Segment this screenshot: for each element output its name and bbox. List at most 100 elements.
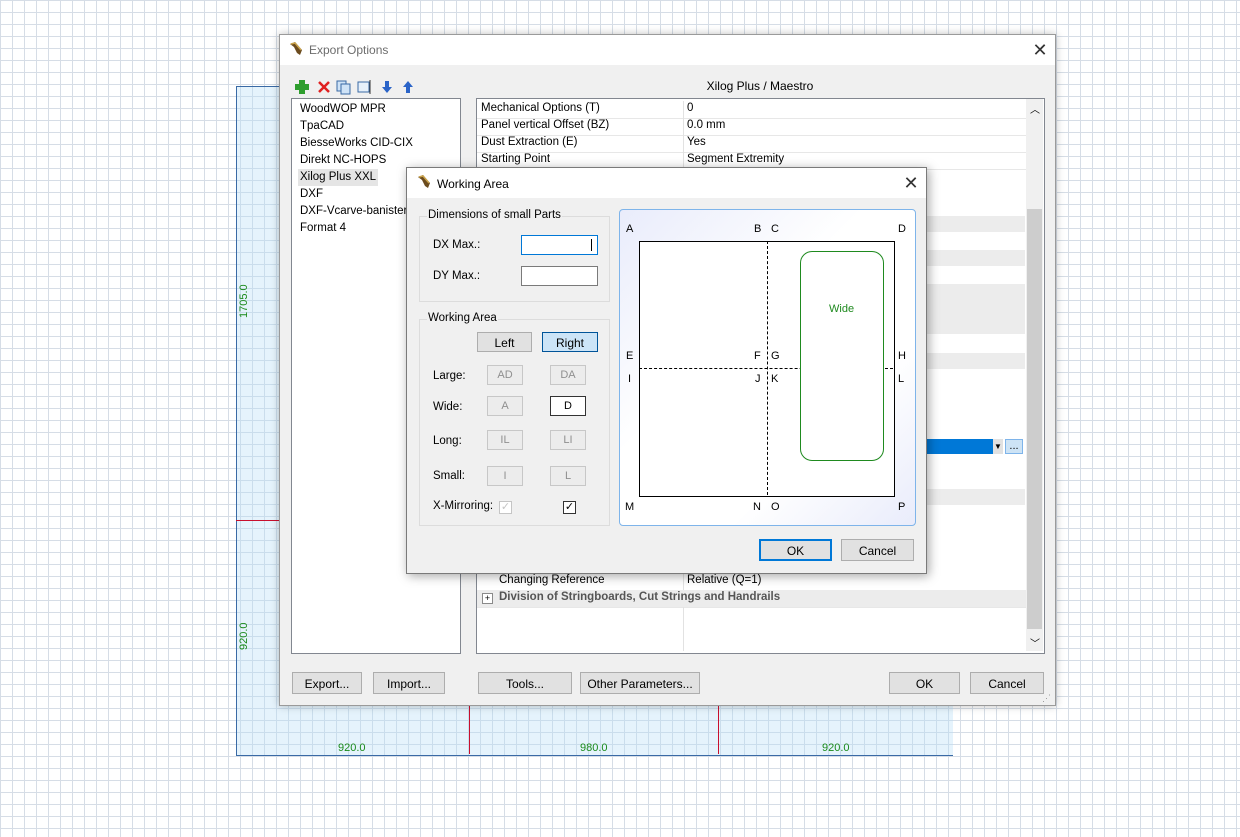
long-right-button[interactable]: LI <box>550 430 586 450</box>
property-row[interactable]: Mechanical Options (T) 0 <box>477 101 1027 119</box>
property-value[interactable]: 0.0 mm <box>687 119 726 131</box>
x-mirroring-right-checkbox[interactable]: ✓ <box>563 501 576 514</box>
group-title: Division of Stringboards, Cut Strings an… <box>499 591 781 603</box>
property-group-row[interactable]: + Division of Stringboards, Cut Strings … <box>477 590 1027 608</box>
small-left-button[interactable]: I <box>487 466 523 486</box>
copy-icon[interactable] <box>336 79 352 95</box>
corner-label: P <box>898 501 906 513</box>
list-item[interactable]: TpaCAD <box>300 120 345 132</box>
corner-label: I <box>628 373 632 385</box>
corner-label: D <box>898 223 906 235</box>
corner-label: J <box>755 373 761 385</box>
corner-label: E <box>626 350 634 362</box>
wide-label: Wide: <box>433 401 463 413</box>
property-value[interactable]: Segment Extremity <box>687 153 785 165</box>
ok-button[interactable]: OK <box>889 672 960 694</box>
group-label: Dimensions of small Parts <box>427 209 562 221</box>
list-item[interactable]: DXF <box>300 188 323 200</box>
group-band <box>925 216 1025 232</box>
corner-label: L <box>898 373 905 385</box>
scroll-down-icon[interactable]: ﹀ <box>1030 639 1040 650</box>
import-button[interactable]: Import... <box>373 672 445 694</box>
app-icon <box>290 42 302 55</box>
x-mirroring-left-checkbox[interactable]: ✓ <box>499 501 512 514</box>
export-button[interactable]: Export... <box>292 672 362 694</box>
tools-button[interactable]: Tools... <box>478 672 572 694</box>
group-band <box>925 250 1025 266</box>
large-left-button[interactable]: AD <box>487 365 523 385</box>
scrollbar[interactable]: ︿ ﹀ <box>1026 99 1043 651</box>
other-parameters-button[interactable]: Other Parameters... <box>580 672 700 694</box>
delete-icon[interactable] <box>316 79 332 95</box>
cancel-button[interactable]: Cancel <box>841 539 914 561</box>
resize-grip-icon[interactable]: ⋰ <box>1042 693 1051 703</box>
corner-label: G <box>771 350 780 362</box>
list-item[interactable]: BiesseWorks CID-CIX <box>300 137 413 149</box>
wa-dialog-title: Working Area <box>437 177 509 191</box>
right-button[interactable]: Right <box>542 332 598 352</box>
cancel-button[interactable]: Cancel <box>970 672 1044 694</box>
scrollbar-thumb[interactable] <box>1027 209 1042 629</box>
property-value[interactable]: 0 <box>687 102 694 114</box>
working-area-diagram: Wide A B C D E F G H I J K L M N O P <box>619 209 916 526</box>
list-item[interactable]: Direkt NC-HOPS <box>300 154 387 166</box>
list-item[interactable]: WoodWOP MPR <box>300 103 386 115</box>
corner-label: F <box>754 350 761 362</box>
corner-label: M <box>625 501 635 513</box>
export-window-title: Export Options <box>309 43 389 57</box>
corner-label: H <box>898 350 906 362</box>
property-row[interactable]: Changing Reference Relative (Q=1) <box>477 573 1027 591</box>
dim-label-bottom-2: 980.0 <box>580 742 608 754</box>
move-up-icon[interactable] <box>400 79 416 95</box>
corner-label: K <box>771 373 779 385</box>
property-value[interactable]: Yes <box>687 136 706 148</box>
rename-icon[interactable] <box>357 79 373 95</box>
left-button[interactable]: Left <box>477 332 532 352</box>
wide-zone <box>800 251 884 461</box>
dimensions-group: Dimensions of small Parts DX Max.: DY Ma… <box>419 209 610 302</box>
app-icon <box>418 175 430 188</box>
property-name: Dust Extraction (E) <box>481 136 578 148</box>
long-left-button[interactable]: IL <box>487 430 523 450</box>
small-label: Small: <box>433 470 465 482</box>
text-cursor <box>591 239 592 251</box>
property-row[interactable]: Dust Extraction (E) Yes <box>477 135 1027 153</box>
dx-max-input[interactable] <box>521 235 598 255</box>
wide-left-button[interactable]: A <box>487 396 523 416</box>
dx-label: DX Max.: <box>433 239 481 251</box>
working-area-group: Working Area Left Right Large: AD DA Wid… <box>419 312 610 526</box>
close-icon[interactable]: ✕ <box>1032 40 1048 60</box>
dy-label: DY Max.: <box>433 270 481 282</box>
property-name: Changing Reference <box>499 574 605 586</box>
add-icon[interactable] <box>294 79 310 95</box>
working-area-dialog: Working Area ✕ Dimensions of small Parts… <box>406 167 927 574</box>
chevron-down-icon[interactable]: ▼ <box>993 439 1003 454</box>
dim-label-bottom-3: 920.0 <box>822 742 850 754</box>
corner-label: A <box>626 223 634 235</box>
property-row[interactable]: Panel vertical Offset (BZ) 0.0 mm <box>477 118 1027 136</box>
dim-label-lower-height: 920.0 <box>238 622 250 650</box>
expand-icon[interactable]: + <box>482 593 493 604</box>
large-right-button[interactable]: DA <box>550 365 586 385</box>
panel-title: Xilog Plus / Maestro <box>706 79 814 93</box>
corner-label: C <box>771 223 779 235</box>
wide-right-button[interactable]: D <box>550 396 586 416</box>
list-item[interactable]: DXF-Vcarve-banisters <box>300 205 414 217</box>
property-name: Starting Point <box>481 153 551 165</box>
small-right-button[interactable]: L <box>550 466 586 486</box>
move-down-icon[interactable] <box>379 79 395 95</box>
close-icon[interactable]: ✕ <box>903 173 919 193</box>
group-band <box>925 489 1025 505</box>
dy-max-input[interactable] <box>521 266 598 286</box>
ellipsis-button[interactable]: ... <box>1005 439 1023 454</box>
ok-button[interactable]: OK <box>759 539 832 561</box>
scroll-up-icon[interactable]: ︿ <box>1030 105 1040 116</box>
dim-line <box>718 704 719 754</box>
property-value[interactable]: Relative (Q=1) <box>687 574 762 586</box>
dim-line <box>236 520 280 521</box>
center-line-horizontal <box>639 368 893 369</box>
list-item[interactable]: Format 4 <box>300 222 347 234</box>
x-mirroring-label: X-Mirroring: <box>433 500 494 512</box>
selected-value-dropdown[interactable] <box>925 439 993 454</box>
list-item-selected[interactable]: Xilog Plus XXL <box>298 169 379 186</box>
